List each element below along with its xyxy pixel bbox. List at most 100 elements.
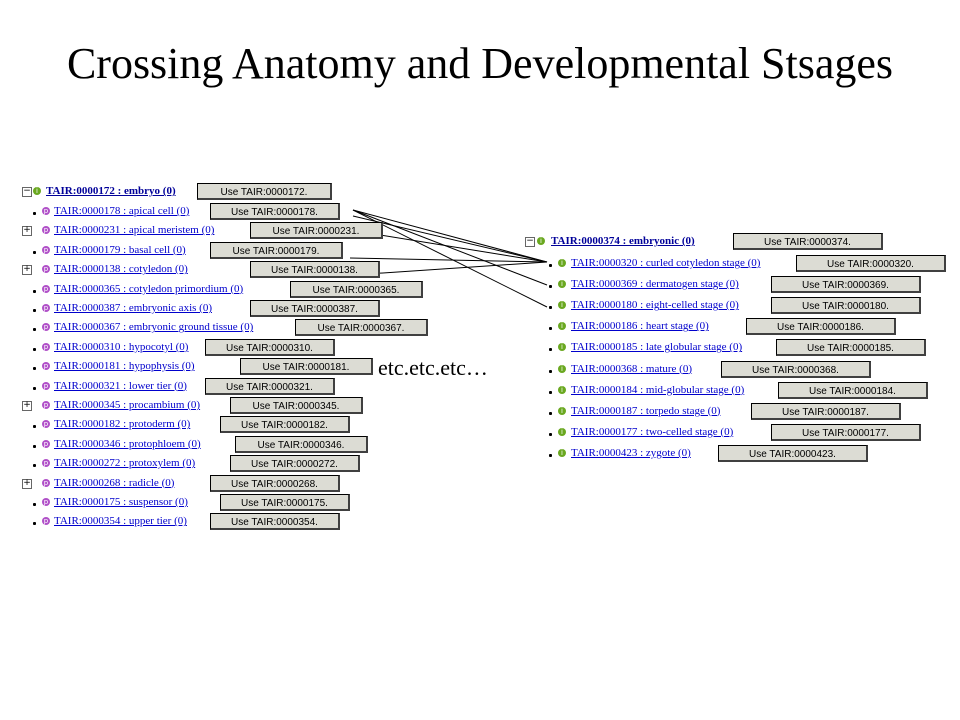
anatomy-term-link[interactable]: TAIR:0000179 : basal cell (0) (54, 243, 186, 256)
connector-line (352, 209, 548, 308)
term-info-icon: i (558, 322, 566, 331)
term-info-icon: i (558, 364, 566, 373)
bullet-icon (33, 522, 36, 526)
term-info-icon: p (42, 207, 50, 215)
term-info-icon: p (42, 439, 50, 448)
use-term-button[interactable]: Use TAIR:0000310. (205, 338, 335, 356)
bullet-icon (33, 328, 36, 332)
use-term-button[interactable]: Use TAIR:0000175. (220, 494, 350, 511)
use-term-button[interactable]: Use TAIR:0000138. (250, 261, 380, 279)
term-info-icon: p (42, 381, 50, 390)
use-term-button[interactable]: Use TAIR:0000369. (771, 276, 921, 294)
bullet-icon (33, 425, 36, 429)
anatomy-term-link[interactable]: TAIR:0000387 : embryonic axis (0) (54, 302, 212, 314)
anatomy-term-link[interactable]: TAIR:0000354 : upper tier (0) (54, 515, 187, 528)
use-term-button[interactable]: Use TAIR:0000367. (295, 319, 428, 337)
term-info-icon: p (42, 498, 50, 506)
anatomy-term-link[interactable]: TAIR:0000345 : procambium (0) (54, 399, 201, 411)
stage-term-link[interactable]: TAIR:0000186 : heart stage (0) (571, 320, 709, 333)
use-term-button[interactable]: Use TAIR:0000387. (250, 300, 380, 317)
stage-term-link[interactable]: TAIR:0000187 : torpedo stage (0) (571, 404, 721, 417)
term-info-icon: p (42, 401, 50, 409)
use-term-button[interactable]: Use TAIR:0000179. (210, 241, 343, 259)
bullet-icon (33, 250, 36, 254)
anatomy-term-link[interactable]: TAIR:0000268 : radicle (0) (54, 476, 175, 489)
stage-term-link[interactable]: TAIR:0000369 : dermatogen stage (0) (571, 278, 739, 291)
anatomy-term-link[interactable]: TAIR:0000365 : cotyledon primordium (0) (54, 282, 244, 295)
expand-icon[interactable]: + (22, 400, 32, 411)
stage-term-link[interactable]: TAIR:0000180 : eight-celled stage (0) (571, 299, 739, 312)
use-term-button[interactable]: Use TAIR:0000345. (230, 397, 363, 414)
use-term-button[interactable]: Use TAIR:0000365. (290, 280, 423, 298)
term-info-icon: p (42, 478, 50, 487)
anatomy-term-link[interactable]: TAIR:0000231 : apical meristem (0) (54, 224, 215, 237)
use-term-button[interactable]: Use TAIR:0000231. (250, 222, 383, 240)
use-term-button[interactable]: Use TAIR:0000180. (771, 297, 921, 315)
anatomy-term-link[interactable]: TAIR:0000138 : cotyledon (0) (54, 263, 188, 276)
term-info-icon: i (558, 259, 566, 267)
bullet-icon (549, 453, 552, 457)
anatomy-term-link[interactable]: TAIR:0000178 : apical cell (0) (54, 205, 190, 217)
anatomy-term-link[interactable]: TAIR:0000175 : suspensor (0) (54, 496, 188, 508)
term-info-icon: i (558, 427, 566, 436)
term-info-icon: i (33, 187, 41, 195)
bullet-icon (549, 306, 552, 310)
anatomy-term-link[interactable]: TAIR:0000346 : protophloem (0) (54, 437, 201, 450)
term-info-icon: i (558, 448, 566, 457)
use-term-button[interactable]: Use TAIR:0000186. (746, 318, 896, 336)
bullet-icon (33, 464, 36, 468)
use-term-button[interactable]: Use TAIR:0000172. (197, 183, 332, 200)
connector-line (352, 209, 548, 263)
stage-term-link[interactable]: TAIR:0000185 : late globular stage (0) (571, 341, 743, 354)
expand-icon[interactable]: + (22, 477, 32, 489)
bullet-icon (549, 369, 552, 373)
collapse-icon[interactable]: − (525, 236, 535, 247)
use-term-button[interactable]: Use TAIR:0000177. (771, 423, 921, 441)
use-term-button[interactable]: Use TAIR:0000182. (220, 416, 350, 434)
term-info-icon: p (42, 323, 50, 332)
use-term-button[interactable]: Use TAIR:0000184. (778, 381, 928, 399)
bullet-icon (33, 347, 36, 351)
stage-term-link[interactable]: TAIR:0000320 : curled cotyledon stage (0… (571, 257, 761, 269)
collapse-icon[interactable]: − (22, 186, 32, 197)
use-term-button[interactable]: Use TAIR:0000178. (210, 203, 340, 220)
use-term-button[interactable]: Use TAIR:0000272. (230, 455, 360, 473)
anatomy-term-link[interactable]: TAIR:0000367 : embryonic ground tissue (… (54, 321, 254, 334)
use-term-button[interactable]: Use TAIR:0000368. (721, 360, 871, 378)
bullet-icon (33, 289, 36, 293)
use-term-button[interactable]: Use TAIR:0000321. (205, 377, 335, 395)
use-term-button[interactable]: Use TAIR:0000187. (751, 402, 901, 420)
use-term-button[interactable]: Use TAIR:0000320. (796, 255, 946, 272)
bullet-icon (549, 327, 552, 331)
term-info-icon: i (558, 280, 566, 289)
term-info-icon: i (558, 406, 566, 415)
bullet-icon (33, 503, 36, 506)
use-term-button[interactable]: Use TAIR:0000354. (210, 513, 340, 531)
use-term-button[interactable]: Use TAIR:0000181. (240, 358, 373, 376)
anatomy-term-link[interactable]: TAIR:0000321 : lower tier (0) (54, 379, 187, 392)
anatomy-term-link[interactable]: TAIR:0000181 : hypophysis (0) (54, 360, 195, 373)
term-info-icon: p (42, 517, 50, 526)
expand-icon[interactable]: + (22, 264, 32, 276)
stage-term-link[interactable]: TAIR:0000177 : two-celled stage (0) (571, 425, 734, 438)
anatomy-term-link[interactable]: TAIR:0000182 : protoderm (0) (54, 418, 191, 431)
use-term-button[interactable]: Use TAIR:0000185. (776, 339, 926, 357)
expand-icon[interactable]: + (22, 225, 32, 237)
use-term-button[interactable]: Use TAIR:0000423. (718, 444, 868, 462)
anatomy-root-link[interactable]: TAIR:0000172 : embryo (0) (46, 185, 176, 197)
use-term-button[interactable]: Use TAIR:0000268. (210, 474, 340, 492)
anatomy-term-link[interactable]: TAIR:0000310 : hypocotyl (0) (54, 340, 189, 353)
use-term-button[interactable]: Use TAIR:0000346. (235, 435, 368, 453)
term-info-icon: i (537, 237, 545, 245)
bullet-icon (33, 386, 36, 390)
stage-term-link[interactable]: TAIR:0000368 : mature (0) (571, 362, 693, 375)
connector-line (349, 257, 548, 263)
slide-title: Crossing Anatomy and Developmental Stsag… (66, 39, 894, 88)
bullet-icon (33, 212, 36, 215)
stage-term-link[interactable]: TAIR:0000184 : mid-globular stage (0) (571, 383, 745, 396)
anatomy-term-link[interactable]: TAIR:0000272 : protoxylem (0) (54, 457, 196, 470)
bullet-icon (33, 309, 36, 312)
use-term-button[interactable]: Use TAIR:0000374. (733, 233, 883, 250)
stage-root-link[interactable]: TAIR:0000374 : embryonic (0) (551, 235, 695, 247)
stage-term-link[interactable]: TAIR:0000423 : zygote (0) (571, 446, 691, 459)
